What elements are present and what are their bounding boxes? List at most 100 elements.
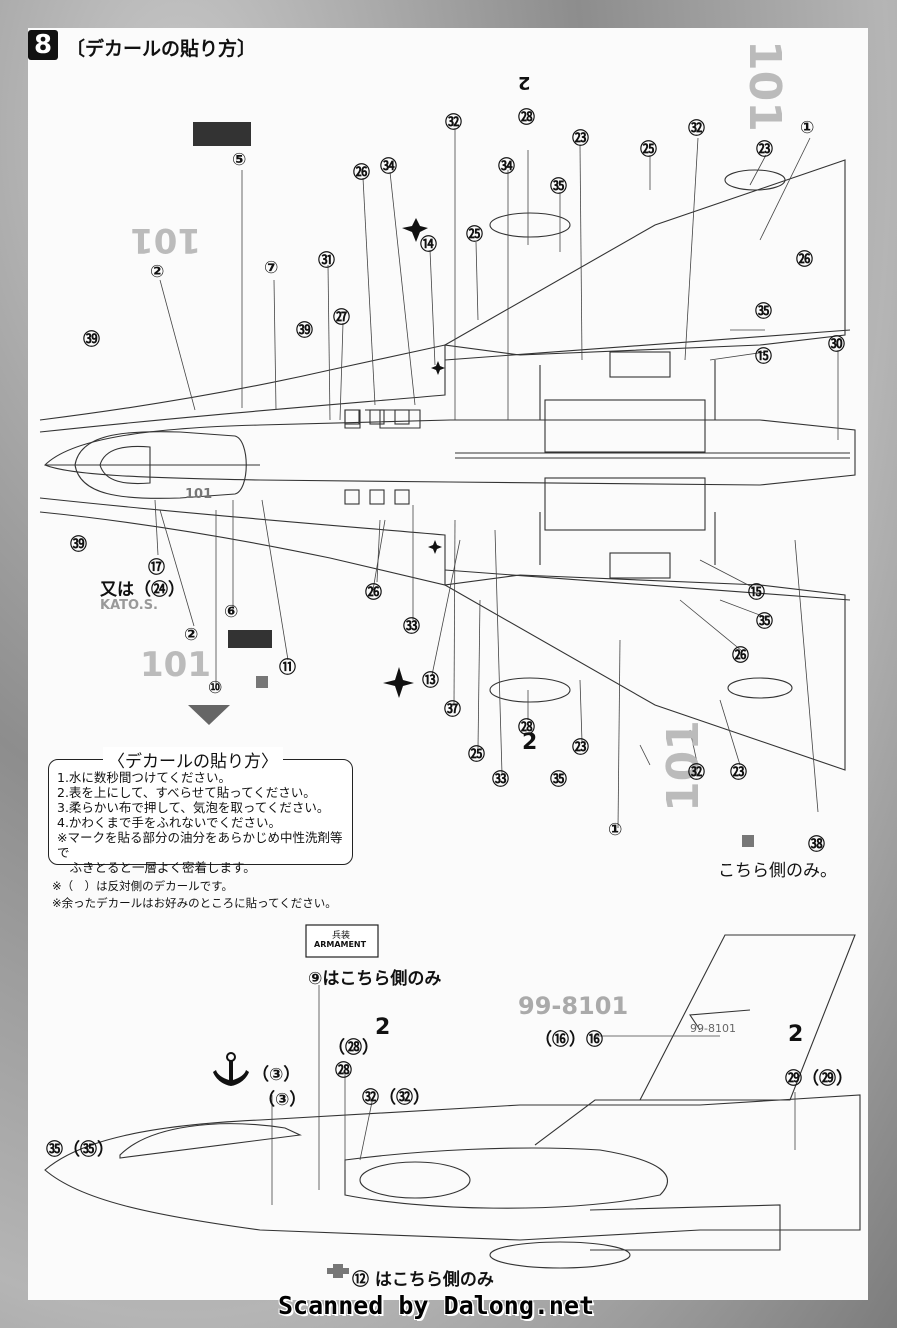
drop-tank-upper [489,212,571,238]
star-insignia-upper [402,218,428,242]
instruction-item: ※マークを貼る部分の油分をあらかじめ中性洗剤等で [57,830,343,860]
callout-29-pair: ㉙（㉙） [785,1069,853,1089]
decal-swatch-11 [256,676,268,688]
callout: ㉚ [828,335,845,355]
callout: ⑮ [755,347,772,367]
intake-lower [39,497,446,586]
callout: ㉖ [365,583,382,603]
serial-number-tail: 99-8101 [518,992,629,1020]
instruction-item: 2.表を上にして、すべらせて貼ってください。 [57,785,316,800]
step-title: 〔デカールの貼り方〕 [66,38,257,60]
note-reverse-side: ※（ ）は反対側のデカールです。 [52,879,233,893]
callout: ㉗ [333,308,350,328]
callout-28: ㉘ [335,1061,352,1081]
callout-32-pair: ㉜（㉜） [362,1088,430,1108]
callout: ㉟ [755,302,772,322]
callout-28-reverse: （㉘） [328,1038,379,1058]
twelve-side-only-label: ⑫ はこちら側のみ [352,1270,494,1290]
num-2-side: 2 [375,1015,391,1040]
callout: ㊴ [296,321,313,341]
callout: ㉖ [353,163,370,183]
callout: ㉕ [640,140,657,160]
callout: ㉞ [380,157,397,177]
step-number-badge: 8 [28,30,58,60]
callout: ㉛ [318,251,335,271]
nose-101-mark: 101 [185,487,213,502]
callout: ⑦ [264,258,279,278]
callout-3-reverse: （③） [252,1065,301,1085]
callout: ① [800,118,815,138]
callout: ㊲ [444,700,461,720]
callout: ㊴ [70,535,87,555]
big-101-left: 101 [140,645,211,685]
callout-16: （⑯）⑯ [535,1030,603,1050]
callout: ⑰ [148,558,165,578]
callout: ㉝ [492,770,509,790]
callout: ㉓ [756,140,773,160]
callout: ㉞ [498,157,515,177]
nine-side-only-label: ⑨はこちら側のみ [308,969,442,989]
intake-upper [39,344,446,433]
callout: ㉓ [730,763,747,783]
big-101-top: 101 [130,220,201,260]
decal-plate-6 [228,630,272,648]
or-24-label: 又は（㉔） [100,580,185,600]
callout: ㉓ [572,129,589,149]
wing-side [344,1147,668,1209]
fuselage-outline-side [44,1094,861,1241]
callout: ㊳ [808,835,825,855]
star-insignia-lower [383,667,414,698]
callout: ⑤ [232,150,247,170]
callout: ⑭ [420,235,437,255]
instruction-item: 4.かわくまで手をふれないでください。 [57,815,282,830]
drop-tank-side [489,1241,631,1269]
scanner-credit: Scanned by Dalong.net [278,1291,595,1320]
anchor-icon [213,1060,249,1086]
num-2-top: 2 [518,72,531,93]
num-2-tail: 2 [788,1022,804,1047]
decal-instructions-box: 〈デカールの貼り方〉 1.水に数秒間つけてください。 2.表を上にして、すべらせ… [48,747,353,875]
callout: ② [150,262,165,282]
callout: ㉘ [518,718,535,738]
armament-decal [305,924,379,958]
callout: ⑥ [224,602,239,622]
kato-mark: KATO.S. [100,598,158,613]
drop-tank-lower [489,677,571,703]
callout: ① [608,820,623,840]
vertical-tail [639,934,856,1101]
callout: ㉜ [445,113,462,133]
triangle-decal-10 [188,705,230,725]
callout: ㉟ [550,177,567,197]
num-2-bottom: 2 [522,730,538,755]
instructions-list: 1.水に数秒間つけてください。 2.表を上にして、すべらせて貼ってください。 3… [57,770,352,875]
decal-swatch-38 [742,835,754,847]
callout: ㉖ [796,250,813,270]
serial-number-small: 99-8101 [690,1022,736,1035]
note-leftover-decals: ※余ったデカールはお好みのところに貼ってください。 [52,896,337,910]
callout: ㉜ [688,763,705,783]
instructions-title: 〈デカールの貼り方〉 [103,747,283,772]
callout: ㉜ [688,119,705,139]
callout-35-pair: ㉟（㉟） [46,1140,114,1160]
callout: ㉟ [756,612,773,632]
callout: ㉖ [732,646,749,666]
armament-jp: 兵装 [332,931,351,941]
callout: ㉘ [518,108,535,128]
callout: ㉝ [403,617,420,637]
big-101-right: 101 [739,40,790,132]
instruction-item: 1.水に数秒間つけてください。 [57,770,232,785]
callout: ⑮ [748,583,765,603]
wing-lower [443,574,846,771]
instruction-sheet [28,28,868,1300]
callout: ⑪ [279,658,296,678]
callout: ⑩ [208,678,223,698]
this-side-only-label: こちら側のみ。 [718,861,837,881]
callout: ㉟ [550,770,567,790]
canopy-side [119,1123,302,1159]
wing-upper [443,159,846,356]
instruction-item: ふきとると一層よく密着します。 [57,860,256,875]
callout: ② [184,625,199,645]
callout-3: （③） [258,1090,307,1110]
armament-label: ARMAMENT [314,940,367,949]
